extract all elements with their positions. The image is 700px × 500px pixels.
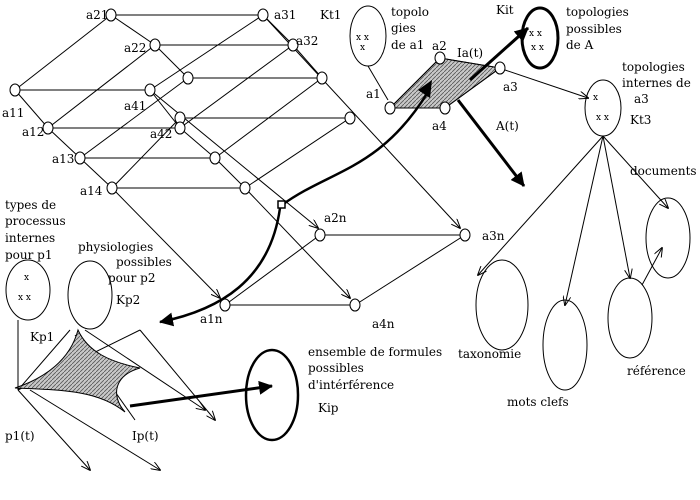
- taxonomie-ellipse: [475, 259, 529, 351]
- kt3-caption-2: internes de: [622, 76, 691, 90]
- kp1-caption-3: internes: [5, 231, 55, 245]
- lattice-labels: a21 a31 a22 a32 a11 a41 a12 a42 a13 a14 …: [2, 8, 505, 331]
- label-a11: a11: [2, 106, 24, 120]
- kp1-marks-2: x x: [18, 293, 31, 303]
- kip-label: Kip: [318, 401, 339, 415]
- kp2-caption-2: possibles: [116, 255, 172, 269]
- label-a32: a32: [296, 34, 318, 48]
- kp1-caption-2: processus: [5, 214, 66, 228]
- kp1-ellipse: [5, 259, 51, 321]
- kip-caption-3: d'intérférence: [308, 378, 394, 392]
- kt1-label: Kt1: [320, 8, 341, 22]
- plane-label-ia: Ia(t): [457, 46, 483, 60]
- kt3-group: x x x topologies internes de a3 Kt3: [584, 60, 691, 137]
- kt1-marks: x x: [356, 33, 369, 43]
- label-a13: a13: [52, 152, 74, 166]
- process-group: p1(t) Ip(t): [5, 320, 273, 470]
- kt3-ellipse: [584, 79, 622, 137]
- label-a31: a31: [274, 8, 296, 22]
- label-a41: a41: [124, 99, 146, 113]
- plane-label-a1: a1: [366, 87, 381, 101]
- kp2-caption-3: pour p2: [108, 271, 156, 285]
- plane-label-a: A(t): [495, 119, 519, 133]
- kp2-caption-1: physiologies: [78, 240, 153, 254]
- kip-caption-1: ensemble de formules: [308, 345, 442, 359]
- kp1-label: Kp1: [30, 330, 54, 344]
- plane-a-group: a1 a2 a3 a4 Ia(t) A(t): [366, 26, 588, 187]
- lattice-nodes: [9, 8, 471, 312]
- taxonomie-label: taxonomie: [458, 347, 521, 361]
- kt3-label: Kt3: [630, 113, 651, 127]
- kit-marks: x x: [529, 29, 542, 39]
- kit-caption-3: de A: [566, 38, 594, 52]
- reference-ellipse: [607, 277, 653, 359]
- plane-label-a2: a2: [432, 39, 447, 53]
- kip-ellipse: [244, 348, 300, 442]
- documents-ellipse: [645, 197, 691, 279]
- curved-link: [159, 80, 432, 327]
- label-a3n: a3n: [482, 229, 505, 243]
- kt3-caption-1: topologies: [622, 60, 685, 74]
- mots-clefs-label: mots clefs: [507, 395, 569, 409]
- label-a2n: a2n: [324, 211, 347, 225]
- kip-group: ensemble de formules possibles d'intérfé…: [244, 345, 442, 442]
- process-label-ip: Ip(t): [132, 429, 159, 443]
- kip-caption-2: possibles: [308, 361, 364, 375]
- kt1-caption-1: topolo: [391, 5, 429, 19]
- interference-shape: [14, 328, 141, 413]
- label-a12: a12: [22, 125, 44, 139]
- kt3-marks: x: [593, 93, 598, 103]
- label-a21: a21: [86, 8, 108, 22]
- kt1-caption-3: de a1: [391, 38, 424, 52]
- kit-caption-2: possibles: [566, 22, 622, 36]
- kp2-group: physiologies possibles pour p2 Kp2: [67, 240, 172, 330]
- label-a14: a14: [80, 184, 103, 198]
- kt3-marks-2: x x: [596, 113, 609, 123]
- label-a42: a42: [150, 127, 172, 141]
- kt1-group: Kt1 x x x topolo gies de a1: [320, 5, 429, 101]
- ontology-group: documents taxonomie mots clefs référence: [458, 135, 697, 409]
- mots-clefs-ellipse: [542, 299, 588, 391]
- kt1-caption-2: gies: [391, 21, 416, 35]
- kp1-group: types de processus internes pour p1 x x …: [5, 198, 66, 344]
- kit-marks-2: x x: [531, 43, 544, 53]
- kp2-label: Kp2: [116, 293, 140, 307]
- kp1-caption-1: types de: [5, 198, 56, 212]
- label-a22: a22: [124, 41, 146, 55]
- kit-caption-1: topologies: [566, 5, 629, 19]
- plane-label-a4: a4: [432, 119, 447, 133]
- plane-label-a3: a3: [503, 80, 518, 94]
- kp1-marks: x: [24, 273, 29, 283]
- kp1-caption-4: pour p1: [5, 248, 53, 262]
- kit-label: Kit: [496, 3, 514, 17]
- label-a1n: a1n: [200, 312, 223, 326]
- kt1-marks-2: x: [360, 43, 365, 53]
- kit-group: Kit x x x x topologies possibles de A: [496, 3, 629, 70]
- label-a4n: a4n: [372, 317, 395, 331]
- kt3-caption-3: a3: [634, 92, 649, 106]
- reference-label: référence: [627, 364, 686, 378]
- process-label-p1: p1(t): [5, 429, 35, 443]
- kp2-ellipse: [67, 260, 113, 330]
- documents-label: documents: [630, 164, 697, 178]
